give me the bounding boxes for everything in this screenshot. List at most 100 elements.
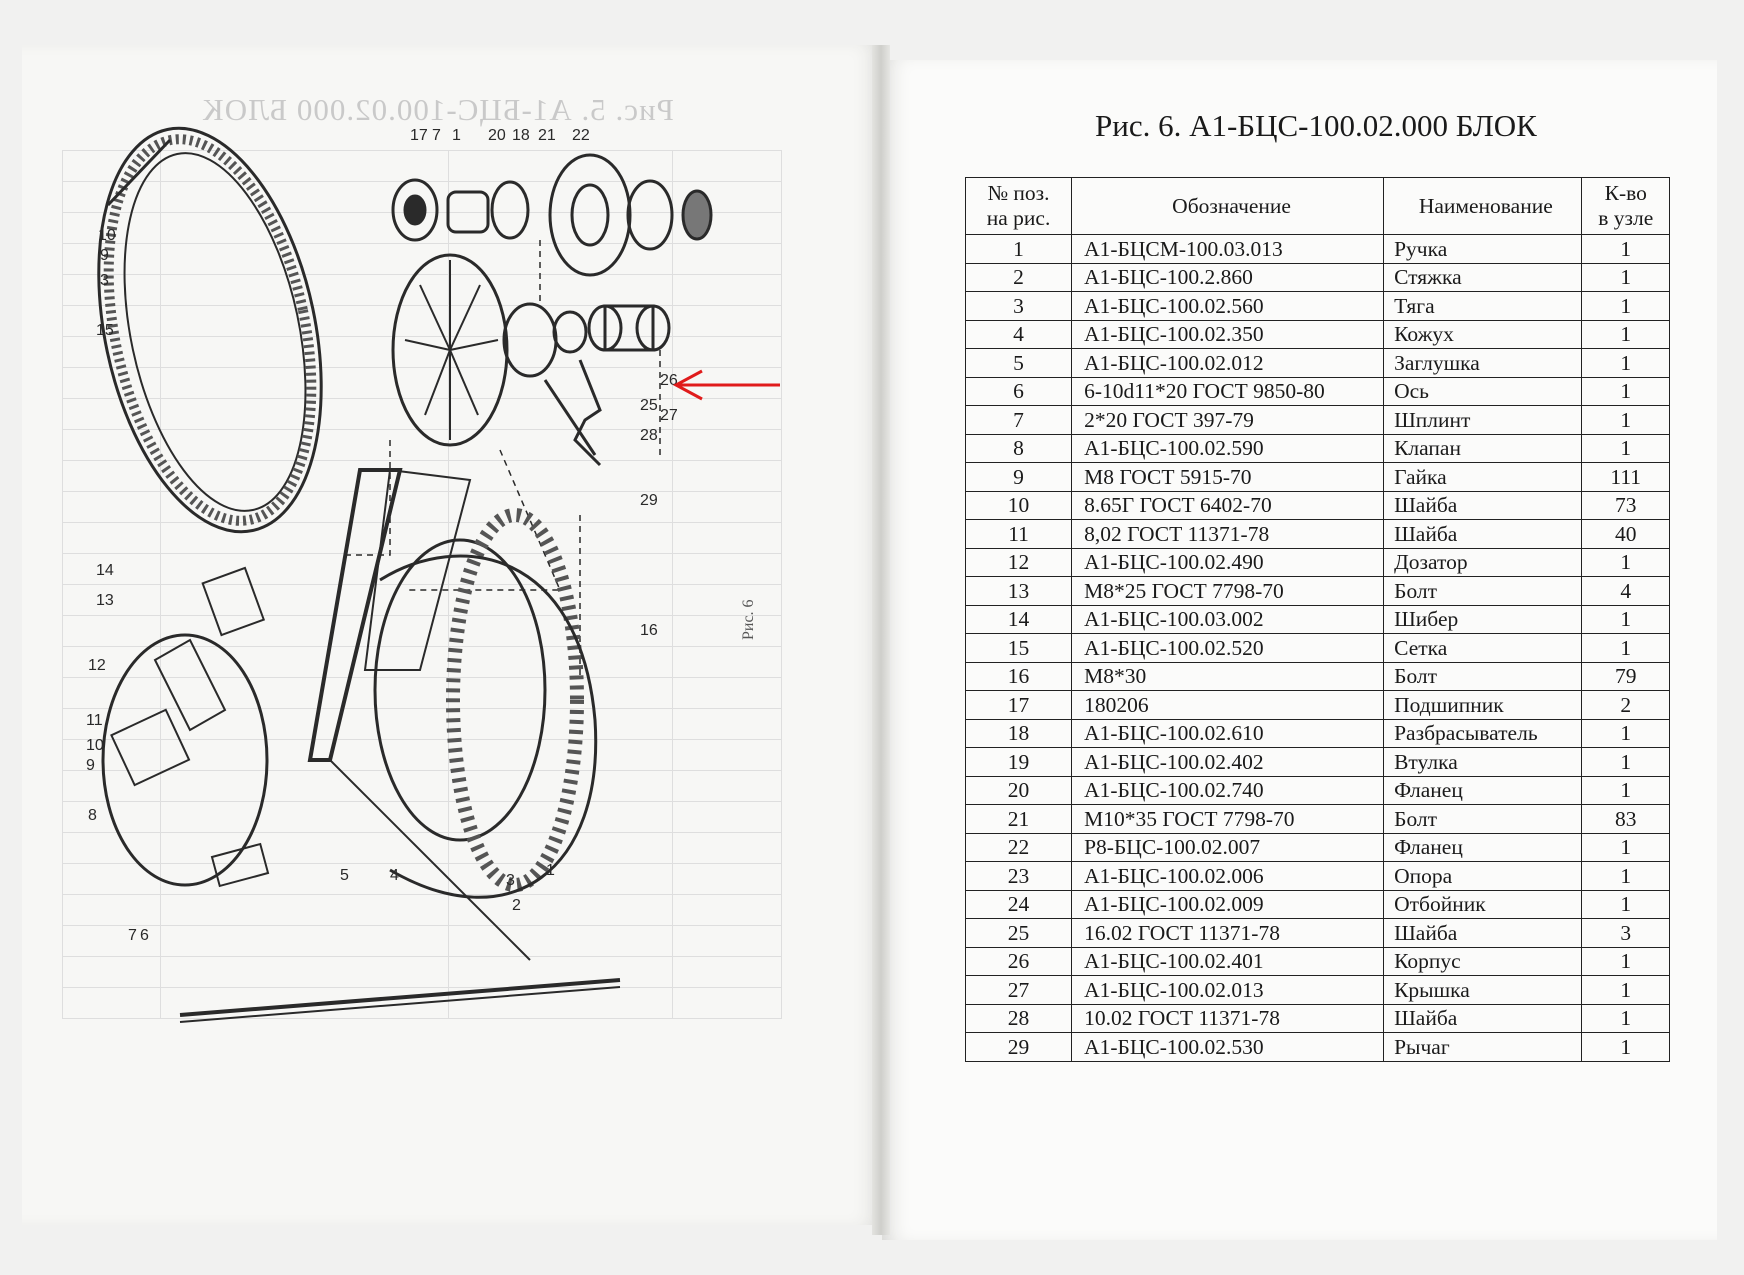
- row-name: Втулка: [1383, 747, 1583, 777]
- ghost-cell: [672, 522, 782, 554]
- ghost-row: [61, 894, 782, 926]
- ghost-cell: [61, 553, 162, 585]
- row-position: 1: [964, 234, 1073, 264]
- row-name: Шайба: [1383, 519, 1583, 549]
- ghost-cell: [160, 801, 449, 833]
- row-designation: 8,02 ГОСТ 11371-78: [1071, 519, 1385, 549]
- callout-28: 28: [640, 427, 658, 444]
- row-quantity: 1: [1581, 1003, 1670, 1033]
- row-name: Фланец: [1383, 775, 1583, 805]
- callout-13: 13: [96, 592, 114, 609]
- row-designation: А1-БЦС-100.02.560: [1071, 291, 1385, 321]
- callout-14: 14: [96, 562, 114, 579]
- row-position: 6: [964, 376, 1073, 406]
- row-name: Шайба: [1383, 918, 1583, 948]
- row-designation: 10.02 ГОСТ 11371-78: [1071, 1003, 1385, 1033]
- ghost-cell: [672, 863, 782, 895]
- row-position: 27: [964, 975, 1073, 1005]
- row-name: Фланец: [1383, 832, 1583, 862]
- sieve-ring-inner: [123, 152, 307, 512]
- ghost-cell: [672, 553, 782, 585]
- row-name: Гайка: [1383, 462, 1583, 492]
- row-quantity: 1: [1581, 633, 1670, 663]
- table-header-row: № поз. на рис. Обозначение Наименование …: [964, 177, 1670, 235]
- row-name: Шайба: [1383, 490, 1583, 520]
- row-name: Рычаг: [1383, 1032, 1583, 1062]
- ghost-cell: [672, 584, 782, 616]
- ghost-cell: [61, 987, 162, 1019]
- row-designation: А1-БЦС-100.02.520: [1071, 633, 1385, 663]
- ghost-cell: [160, 708, 449, 740]
- row-designation: А1-БЦС-100.02.350: [1071, 319, 1385, 349]
- row-position: 18: [964, 718, 1073, 748]
- row-name: Подшипник: [1383, 690, 1583, 720]
- ghost-cell: [447, 429, 674, 461]
- row-designation: А1-БЦС-100.02.013: [1071, 975, 1385, 1005]
- ghost-cell: [447, 739, 674, 771]
- row-position: 29: [964, 1032, 1073, 1062]
- row-name: Опора: [1383, 861, 1583, 891]
- ghost-cell: [447, 243, 674, 275]
- header-position: № поз. на рис.: [964, 177, 1073, 235]
- callout-29: 29: [640, 492, 658, 509]
- row-position: 7: [964, 405, 1073, 435]
- ghost-cell: [61, 832, 162, 864]
- row-name: Клапан: [1383, 433, 1583, 463]
- row-quantity: 1: [1581, 946, 1670, 976]
- row-position: 14: [964, 604, 1073, 634]
- row-position: 28: [964, 1003, 1073, 1033]
- row-quantity: 1: [1581, 861, 1670, 891]
- ghost-row: [61, 522, 782, 554]
- ghost-cell: [61, 739, 162, 771]
- ghost-cell: [160, 181, 449, 213]
- callout-1b: 1: [546, 862, 555, 879]
- callout-9b: 9: [86, 757, 95, 774]
- row-position: 5: [964, 348, 1073, 378]
- row-quantity: 2: [1581, 690, 1670, 720]
- row-designation: А1-БЦС-100.02.590: [1071, 433, 1385, 463]
- callout-16: 16: [640, 622, 658, 639]
- row-designation: 8.65Г ГОСТ 6402-70: [1071, 490, 1385, 520]
- row-designation: М10*35 ГОСТ 7798-70: [1071, 804, 1385, 834]
- row-position: 11: [964, 519, 1073, 549]
- row-position: 8: [964, 433, 1073, 463]
- row-name: Шибер: [1383, 604, 1583, 634]
- row-position: 24: [964, 889, 1073, 919]
- row-designation: М8 ГОСТ 5915-70: [1071, 462, 1385, 492]
- ghost-cell: [447, 460, 674, 492]
- row-name: Отбойник: [1383, 889, 1583, 919]
- exploded-view-drawing: 17 7 1 20 18 21 22 10 9 3 15 14 13 25 12…: [86, 126, 713, 1023]
- ghost-cell: [61, 925, 162, 957]
- row-quantity: 1: [1581, 975, 1670, 1005]
- ghost-cell: [672, 460, 782, 492]
- callout-9: 9: [100, 247, 109, 264]
- callout-17: 17: [410, 127, 428, 144]
- row-quantity: 1: [1581, 376, 1670, 406]
- row-quantity: 1: [1581, 889, 1670, 919]
- callout-3: 3: [100, 272, 109, 289]
- row-position: 23: [964, 861, 1073, 891]
- row-designation: А1-БЦС-100.03.002: [1071, 604, 1385, 634]
- row-designation: А1-БЦС-100.02.402: [1071, 747, 1385, 777]
- row-name: Болт: [1383, 576, 1583, 606]
- ghost-cell: [672, 243, 782, 275]
- row-designation: 180206: [1071, 690, 1385, 720]
- row-name: Шайба: [1383, 1003, 1583, 1033]
- row-designation: М8*25 ГОСТ 7798-70: [1071, 576, 1385, 606]
- callout-10: 10: [98, 227, 116, 244]
- ghost-cell: [61, 491, 162, 523]
- ghost-cell: [672, 987, 782, 1019]
- row-quantity: 83: [1581, 804, 1670, 834]
- row-quantity: 1: [1581, 291, 1670, 321]
- row-quantity: 1: [1581, 747, 1670, 777]
- row-name: Шплинт: [1383, 405, 1583, 435]
